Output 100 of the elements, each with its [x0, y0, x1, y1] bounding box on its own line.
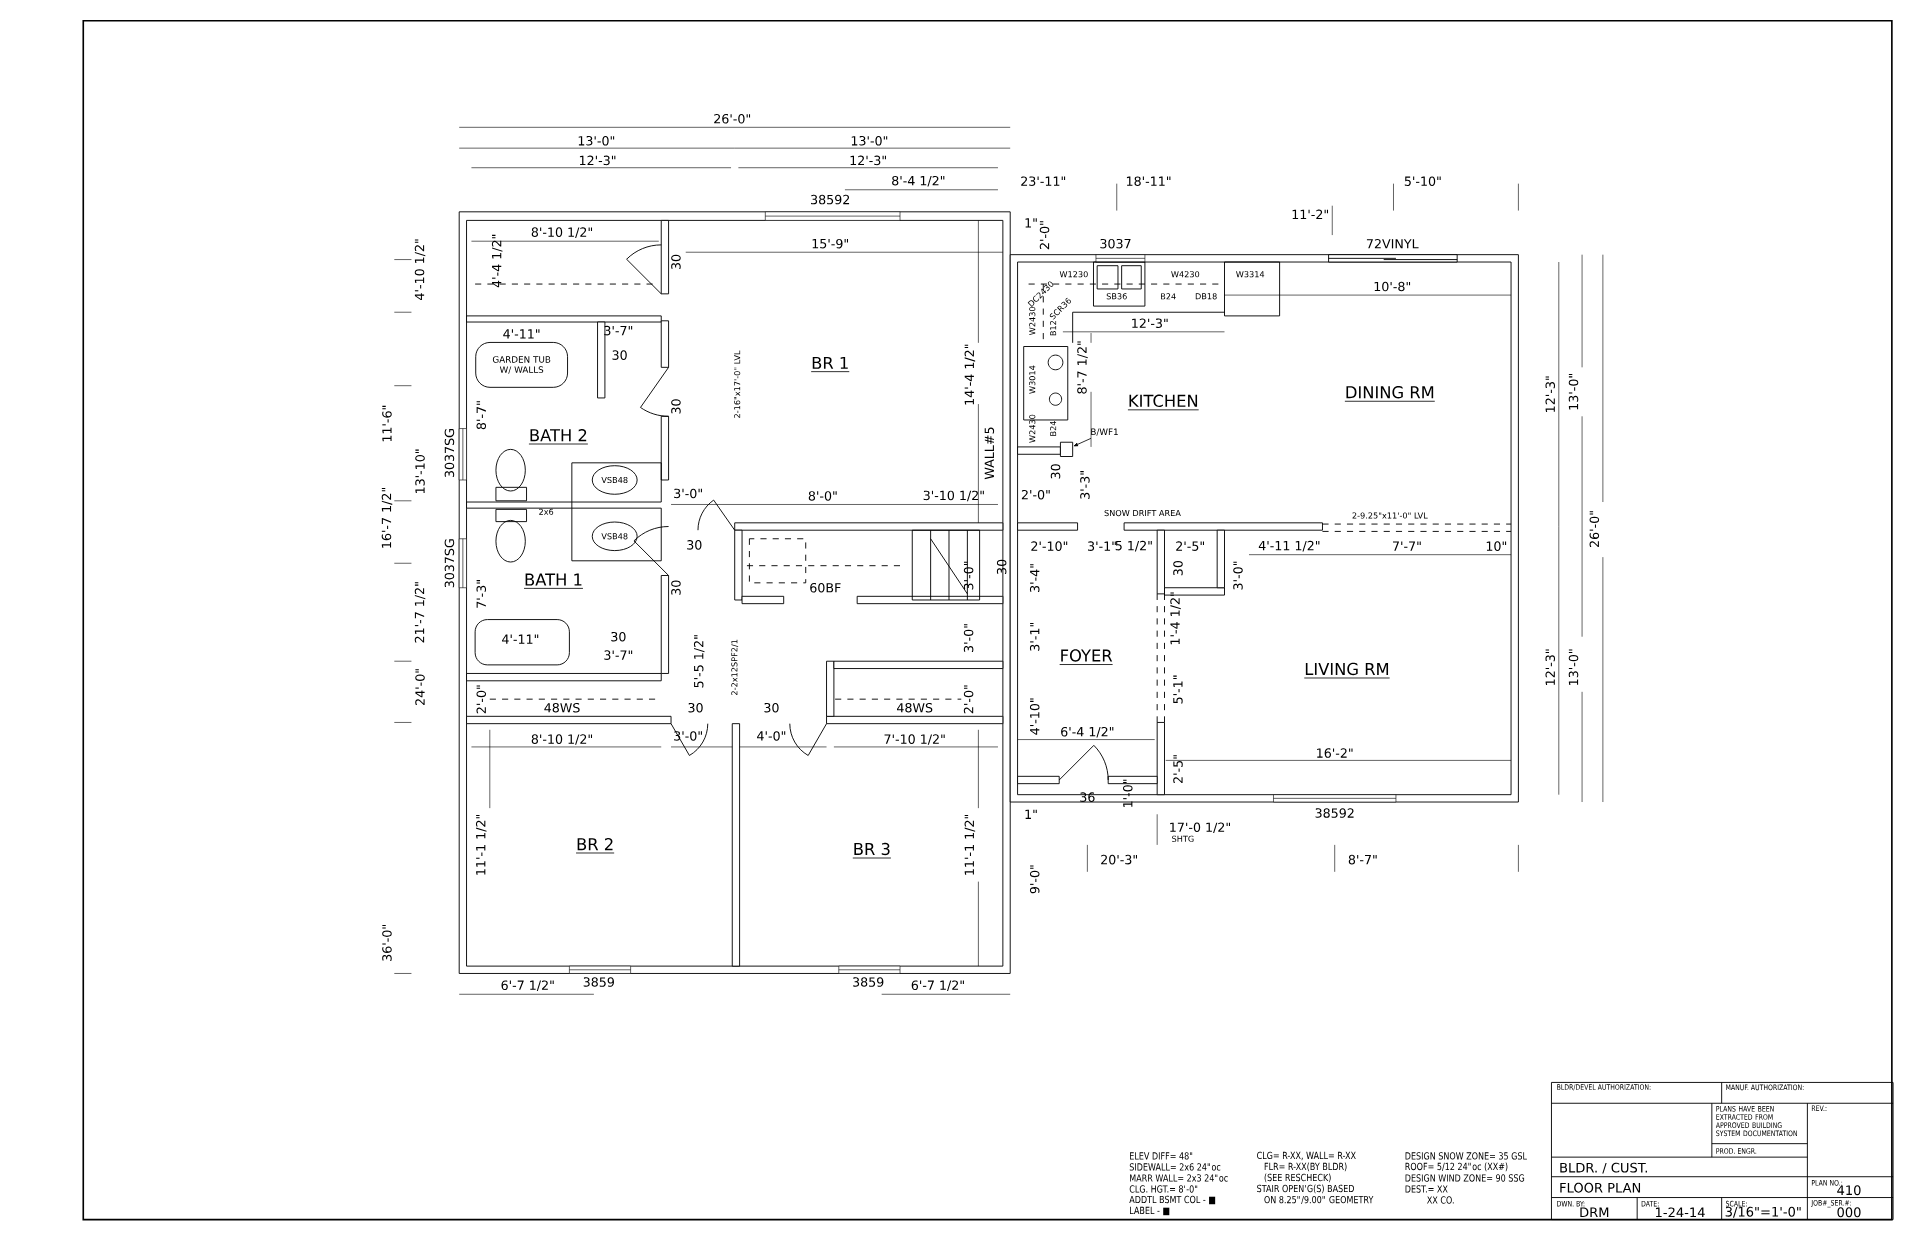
dimension-label: 6'-4 1/2"	[1061, 727, 1114, 738]
dimension-label: 3'-1"	[1029, 623, 1040, 651]
dimension-label: 4'-10 1/2"	[414, 239, 426, 301]
room-name: LIVING RM	[1303, 662, 1391, 679]
dimension-label: 38592	[1315, 808, 1354, 819]
dimension-label: 3'-10 1/2"	[923, 490, 984, 502]
note-text: (SEE RESCHECK)	[1264, 1173, 1331, 1183]
dimension-label: WALL#5	[984, 427, 995, 480]
dimension-label: 5'-1"	[1173, 675, 1183, 704]
note-text: CLG. HGT.= 8'-0"	[1129, 1185, 1198, 1193]
dimension-label: 3'-7"	[604, 326, 633, 336]
dimension-label: 1'-4 1/2"	[1170, 592, 1181, 645]
dimension-label: 36'-0"	[382, 925, 392, 962]
dimension-label: 3'-0"	[963, 624, 974, 653]
dimension-label: 2'-5"	[1173, 755, 1183, 784]
dimension-label: 3'-3"	[1080, 471, 1090, 500]
room-name: BR 1	[810, 357, 850, 373]
vanity-sink: VSB48	[591, 465, 638, 495]
dimension-label: 36	[1080, 792, 1095, 803]
dimension-label: 11'-1 1/2"	[964, 815, 976, 875]
dimension-label: 17'-0 1/2"	[1170, 822, 1230, 834]
room-name: BR 2	[575, 838, 615, 854]
annotation-label: W2430	[1029, 307, 1036, 336]
note-text: ON 8.25"/9.00" GEOMETRY	[1264, 1196, 1374, 1205]
dimension-label: 30	[671, 580, 681, 595]
dimension-label: 3'-0"	[674, 731, 702, 741]
annotation-label: W1230	[1059, 271, 1088, 278]
dimension-label: 2'-0"	[476, 685, 487, 714]
dimension-label: 14'-4 1/2"	[964, 344, 976, 405]
note-text: CLG= R-XX, WALL= R-XX	[1257, 1151, 1356, 1161]
dimension-label: 18'-11"	[1126, 176, 1171, 187]
dimension-label: 3'-0"	[963, 561, 974, 590]
annotation-label: B24	[1161, 293, 1176, 300]
annotation-label: B/WF1	[1091, 428, 1118, 436]
dimension-label: 4'-11 1/2"	[1258, 541, 1320, 552]
dimension-label: 48WS	[544, 703, 580, 713]
room-name: BATH 1	[523, 573, 584, 589]
annotation-label: W4230	[1171, 271, 1200, 278]
note-text: DEST.= XX	[1405, 1185, 1448, 1193]
leader-arrow	[1073, 438, 1092, 447]
dimension-label: 4'-10"	[1029, 698, 1040, 735]
note-text: LABEL - ■	[1130, 1207, 1170, 1216]
dimension-label: 9'-0"	[1029, 865, 1040, 894]
dimension-label: 8'-0"	[808, 491, 837, 501]
dimension-label: 3859	[583, 977, 614, 987]
dimension-label: 20'-3"	[1101, 855, 1137, 865]
dimension-label: 4'-11"	[503, 329, 540, 339]
dimension-label: 5'-5 1/2"	[693, 635, 705, 688]
dimension-label: 13'-0"	[1568, 374, 1579, 410]
dimension-label: 4'-4 1/2"	[491, 235, 503, 288]
dimension-label: 1"	[1025, 218, 1037, 228]
annotation-label: SNOW DRIFT AREA	[1104, 510, 1181, 517]
dimension-label: 12'-3"	[1132, 318, 1168, 329]
room-name: KITCHEN	[1127, 394, 1200, 411]
dimension-label: 12'-3"	[1545, 376, 1556, 413]
dimension-label: 7'-7"	[1393, 541, 1421, 551]
annotation-label: 2-2x12SPF2/1	[731, 640, 739, 696]
dimension-label: 2'-10"	[1031, 541, 1068, 552]
dimension-label: 5'-10"	[1404, 176, 1441, 187]
dimension-label: 10"	[1486, 541, 1507, 552]
note-text: FLR= R-XX(BY BLDR)	[1264, 1162, 1347, 1172]
room-name: BATH 2	[528, 429, 589, 445]
note-text: ROOF= 5/12 24"oc (XX#)	[1405, 1162, 1508, 1172]
note-text: XX CO.	[1427, 1196, 1454, 1204]
note-text: STAIR OPEN'G(S) BASED	[1257, 1184, 1354, 1194]
dimension-label: 16'-2"	[1317, 748, 1353, 759]
dimension-label: 2'-0"	[1021, 490, 1050, 500]
vanity-sink: VSB48	[591, 521, 638, 552]
dimension-label: 12'-3"	[850, 155, 886, 166]
note-text: DESIGN WIND ZONE= 90 SSG	[1405, 1174, 1525, 1182]
dimension-label: 2'-5"	[1176, 541, 1204, 552]
annotation-label: SHTG	[1172, 835, 1194, 843]
dimension-label: 48WS	[897, 703, 933, 713]
dimension-label: 38592	[811, 195, 850, 205]
dimension-label: 12'-3"	[579, 155, 616, 166]
title-block-text: 3/16"=1'-0"	[1725, 1206, 1801, 1218]
dimension-label: 12'-3"	[1545, 649, 1556, 686]
dimension-label: 26'-0"	[1589, 511, 1600, 548]
annotation-label: W2430	[1029, 414, 1036, 443]
dimension-label: 15'-9"	[812, 239, 848, 249]
dimension-label: 8'-10 1/2"	[531, 227, 592, 239]
title-block-text: 1-24-14	[1656, 1207, 1705, 1218]
note-text: DESIGN SNOW ZONE= 35 GSL	[1405, 1152, 1527, 1160]
title-block-text: DRM	[1580, 1207, 1609, 1218]
dimension-label: 11'-6"	[382, 406, 392, 442]
dimension-label: 1'-0"	[1123, 779, 1133, 808]
dimension-label: 13'-0"	[1568, 649, 1579, 686]
dimension-label: 6'-7 1/2"	[501, 980, 554, 992]
dimension-label: 8'-10 1/2"	[531, 734, 592, 746]
garden-tub: GARDEN TUB W/ WALLS	[475, 342, 568, 388]
note-text: ELEV DIFF= 48"	[1130, 1152, 1193, 1160]
dimension-label: 8'-7 1/2"	[1077, 341, 1088, 394]
dimension-label: 3037SG	[444, 539, 455, 588]
dimension-label: 24'-0"	[415, 669, 425, 706]
dimension-label: 8'-4 1/2"	[892, 176, 945, 187]
annotation-label: DB18	[1195, 293, 1217, 300]
note-text: MARR WALL= 2x3 24"oc	[1130, 1174, 1228, 1182]
dimension-label: 13'-10"	[415, 449, 425, 494]
room-name: BR 3	[852, 842, 892, 859]
dimension-label: 3'-1"	[1088, 541, 1116, 552]
